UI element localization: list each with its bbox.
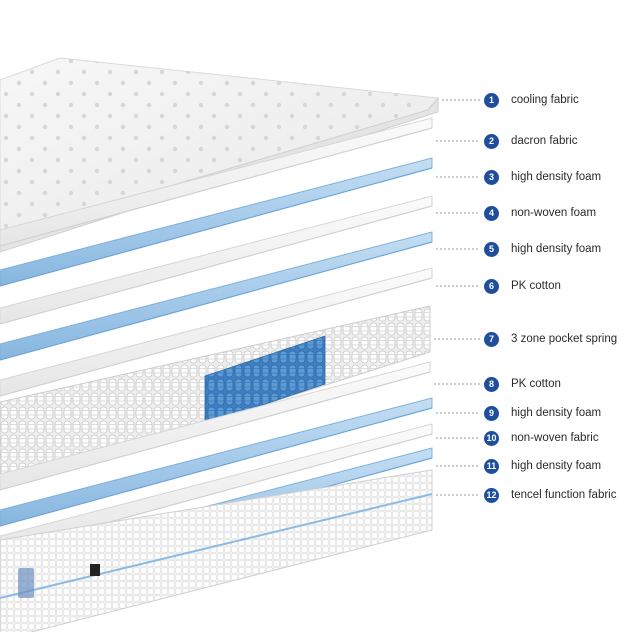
base-brand-tag	[18, 568, 34, 598]
callout-label: high density foam	[511, 460, 601, 472]
callout-9: 9 high density foam	[484, 403, 632, 423]
callout-number-badge: 6	[484, 279, 499, 294]
leader-lines	[434, 100, 480, 495]
callout-2: 2 dacron fabric	[484, 131, 632, 151]
callout-label: non-woven fabric	[511, 432, 599, 444]
callout-5: 5 high density foam	[484, 239, 632, 259]
callout-1: 1 cooling fabric	[484, 90, 632, 110]
callout-number-badge: 10	[484, 431, 499, 446]
base-label-tag	[90, 564, 100, 576]
callout-label: PK cotton	[511, 378, 561, 390]
callout-label: 3 zone pocket spring	[511, 333, 617, 345]
callout-label: tencel function fabric	[511, 489, 616, 501]
callout-label: PK cotton	[511, 280, 561, 292]
callout-number-badge: 2	[484, 134, 499, 149]
callout-number-badge: 8	[484, 377, 499, 392]
callout-8: 8 PK cotton	[484, 374, 632, 394]
mattress-layers	[0, 58, 438, 632]
callout-number-badge: 5	[484, 242, 499, 257]
callout-10: 10 non-woven fabric	[484, 428, 632, 448]
callout-number-badge: 11	[484, 459, 499, 474]
callout-number-badge: 3	[484, 170, 499, 185]
callout-number-badge: 9	[484, 406, 499, 421]
callout-number-badge: 4	[484, 206, 499, 221]
quilt-stitch-pattern	[0, 58, 438, 236]
callout-number-badge: 7	[484, 332, 499, 347]
callout-number-badge: 12	[484, 488, 499, 503]
callout-label: high density foam	[511, 171, 601, 183]
callout-label: non-woven foam	[511, 207, 596, 219]
callout-12: 12 tencel function fabric	[484, 485, 632, 505]
callout-label: cooling fabric	[511, 94, 579, 106]
callout-11: 11 high density foam	[484, 456, 632, 476]
callout-label: high density foam	[511, 407, 601, 419]
callout-7: 7 3 zone pocket spring	[484, 329, 632, 349]
callout-6: 6 PK cotton	[484, 276, 632, 296]
callout-label: high density foam	[511, 243, 601, 255]
callout-number-badge: 1	[484, 93, 499, 108]
callout-3: 3 high density foam	[484, 167, 632, 187]
callout-label: dacron fabric	[511, 135, 577, 147]
callout-4: 4 non-woven foam	[484, 203, 632, 223]
